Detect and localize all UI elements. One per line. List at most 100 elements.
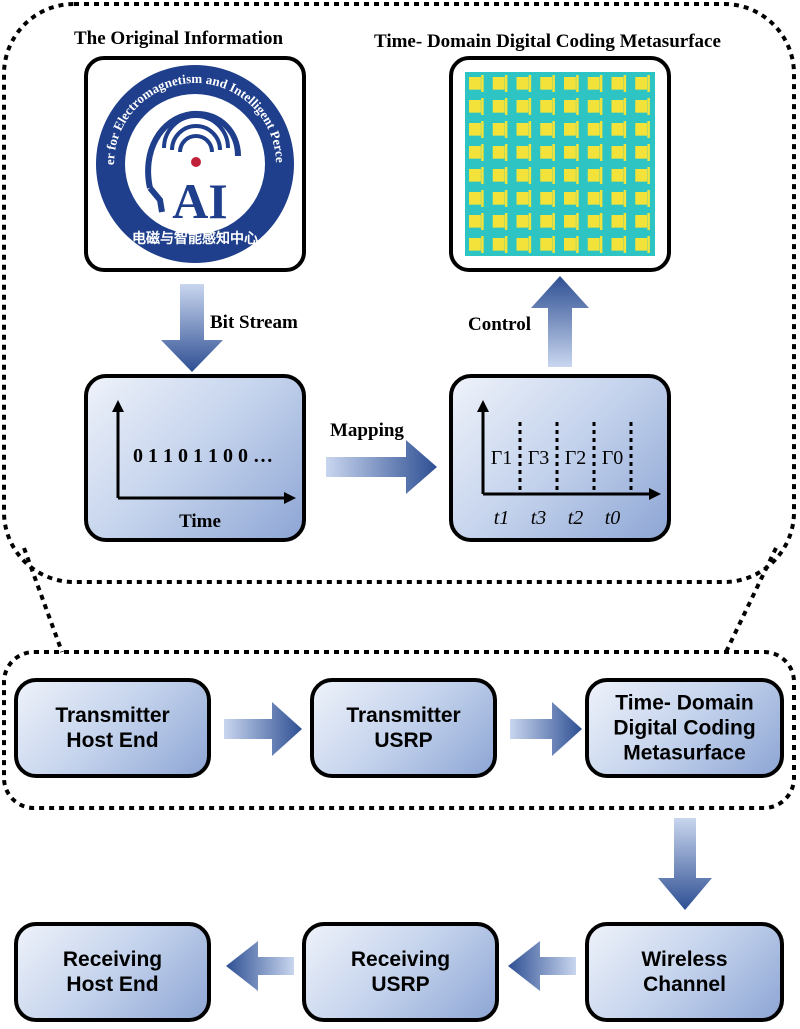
metasurface-substrate <box>465 72 655 256</box>
control-label: Control <box>468 314 531 335</box>
metasurface-bias-line <box>481 121 484 138</box>
metasurface-unit-cell <box>469 238 481 251</box>
metasurface-unit-cell <box>611 192 624 205</box>
metasurface-bias-line <box>623 236 627 253</box>
metasurface-bias-line <box>504 236 508 253</box>
metasurface-unit-cell <box>516 169 529 182</box>
metasurface-unit-cell <box>611 238 624 251</box>
metasurface-bias-line <box>504 98 508 115</box>
metasurface-unit-cell <box>635 192 648 205</box>
bit-stream-label: Bit Stream <box>210 312 298 333</box>
metasurface-bias-line <box>552 75 555 92</box>
metasurface-unit-cell <box>587 169 600 182</box>
metasurface-unit-cell <box>540 192 553 205</box>
metasurface-unit-cell <box>540 215 553 228</box>
metasurface-bias-line <box>552 236 555 253</box>
receiving-usrp-label: Receiving USRP <box>350 948 451 996</box>
reflection-coefficient-label: Γ1 <box>491 447 513 469</box>
metasurface-unit-cell <box>516 146 529 159</box>
metasurface-unit-cell <box>492 77 505 90</box>
metasurface-bias-line <box>576 236 579 253</box>
metasurface-bias-line <box>647 190 650 207</box>
original-information-box: Center for Electromagnetism and Intellig… <box>83 48 306 272</box>
receiving-host-end-label: Receiving Host End <box>62 948 163 996</box>
original-information-title: The Original Information <box>74 28 284 49</box>
time-slot-label: t1 <box>494 507 510 529</box>
metasurface-unit-cell <box>469 169 481 182</box>
metasurface-unit-cell <box>469 123 481 136</box>
metasurface-bias-line <box>504 167 508 184</box>
metasurface-unit-cell <box>540 238 553 251</box>
metasurface-bias-line <box>576 167 579 184</box>
metasurface-unit-cell <box>611 146 624 159</box>
metasurface-unit-cell <box>611 169 624 182</box>
metasurface-unit-cell <box>516 215 529 228</box>
arrow-usrp-to-metasurface <box>510 702 582 756</box>
arrow-usrp-to-receiving-host <box>226 941 294 991</box>
metasurface-bias-line <box>528 121 532 138</box>
metasurface-unit-cell <box>587 100 600 113</box>
time-slot-label: t3 <box>531 507 547 529</box>
top-dotted-region <box>2 2 796 584</box>
transmitter-usrp-label: Transmitter USRP <box>346 704 461 752</box>
wireless-channel-box: Wireless Channel <box>585 922 784 1022</box>
metasurface-unit-cell <box>564 146 576 159</box>
metasurface-bias-line <box>552 190 555 207</box>
metasurface-bias-line <box>576 190 579 207</box>
metasurface-unit-cell <box>564 123 576 136</box>
metasurface-unit-cell <box>492 215 505 228</box>
metasurface-bias-line <box>552 167 555 184</box>
metasurface-bias-line <box>647 236 650 253</box>
metasurface-unit-cell <box>611 123 624 136</box>
metasurface-unit-cell <box>587 192 600 205</box>
metasurface-unit-cell <box>469 77 481 90</box>
metasurface-bias-line <box>647 98 650 115</box>
metasurface-unit-cell <box>492 238 505 251</box>
metasurface-unit-cell <box>611 100 624 113</box>
metasurface-unit-cell <box>540 169 553 182</box>
metasurface-bias-line <box>552 121 555 138</box>
bit-sequence-plot-box: 0 1 1 0 1 1 0 0 … Time <box>84 374 306 542</box>
transmitter-host-end-box: Transmitter Host End <box>14 678 211 778</box>
metasurface-box: Time- Domain Digital Coding Metasurface <box>585 678 784 778</box>
metasurface-image <box>465 72 655 256</box>
metasurface-unit-cell <box>540 100 553 113</box>
metasurface-bias-line <box>576 121 579 138</box>
metasurface-bias-line <box>528 167 532 184</box>
time-slot-label: t2 <box>568 507 584 529</box>
metasurface-bias-line <box>623 121 627 138</box>
metasurface-bias-line <box>481 236 484 253</box>
wireless-channel-label: Wireless Channel <box>641 948 728 996</box>
metasurface-bias-line <box>576 213 579 230</box>
metasurface-unit-cell <box>564 77 576 90</box>
metasurface-unit-cell <box>540 77 553 90</box>
metasurface-bias-line <box>623 213 627 230</box>
metasurface-bias-line <box>481 167 484 184</box>
metasurface-bias-line <box>528 144 532 161</box>
metasurface-bias-line <box>647 167 650 184</box>
metasurface-bias-line <box>504 213 508 230</box>
zoom-connector-left <box>22 547 64 653</box>
metasurface-bias-line <box>599 167 603 184</box>
metasurface-unit-cell <box>469 146 481 159</box>
mapping-arrow <box>326 440 437 494</box>
metasurface-unit-cell <box>564 238 576 251</box>
metasurface-bias-line <box>576 144 579 161</box>
metasurface-bias-line <box>576 75 579 92</box>
metasurface-unit-cell <box>635 123 648 136</box>
transmitter-usrp-box: Transmitter USRP <box>310 678 497 778</box>
metasurface-bias-line <box>623 167 627 184</box>
logo-center-text: AI <box>172 173 228 229</box>
pipeline-dotted-region <box>2 650 796 810</box>
metasurface-bias-line <box>647 121 650 138</box>
arrow-metasurface-to-channel <box>658 818 712 910</box>
metasurface-unit-cell <box>516 238 529 251</box>
metasurface-unit-cell <box>564 215 576 228</box>
metasurface-bias-line <box>552 144 555 161</box>
metasurface-unit-cell <box>635 238 648 251</box>
metasurface-bias-line <box>623 190 627 207</box>
metasurface-bias-line <box>599 144 603 161</box>
metasurface-label: Time- Domain Digital Coding Metasurface <box>613 691 756 765</box>
